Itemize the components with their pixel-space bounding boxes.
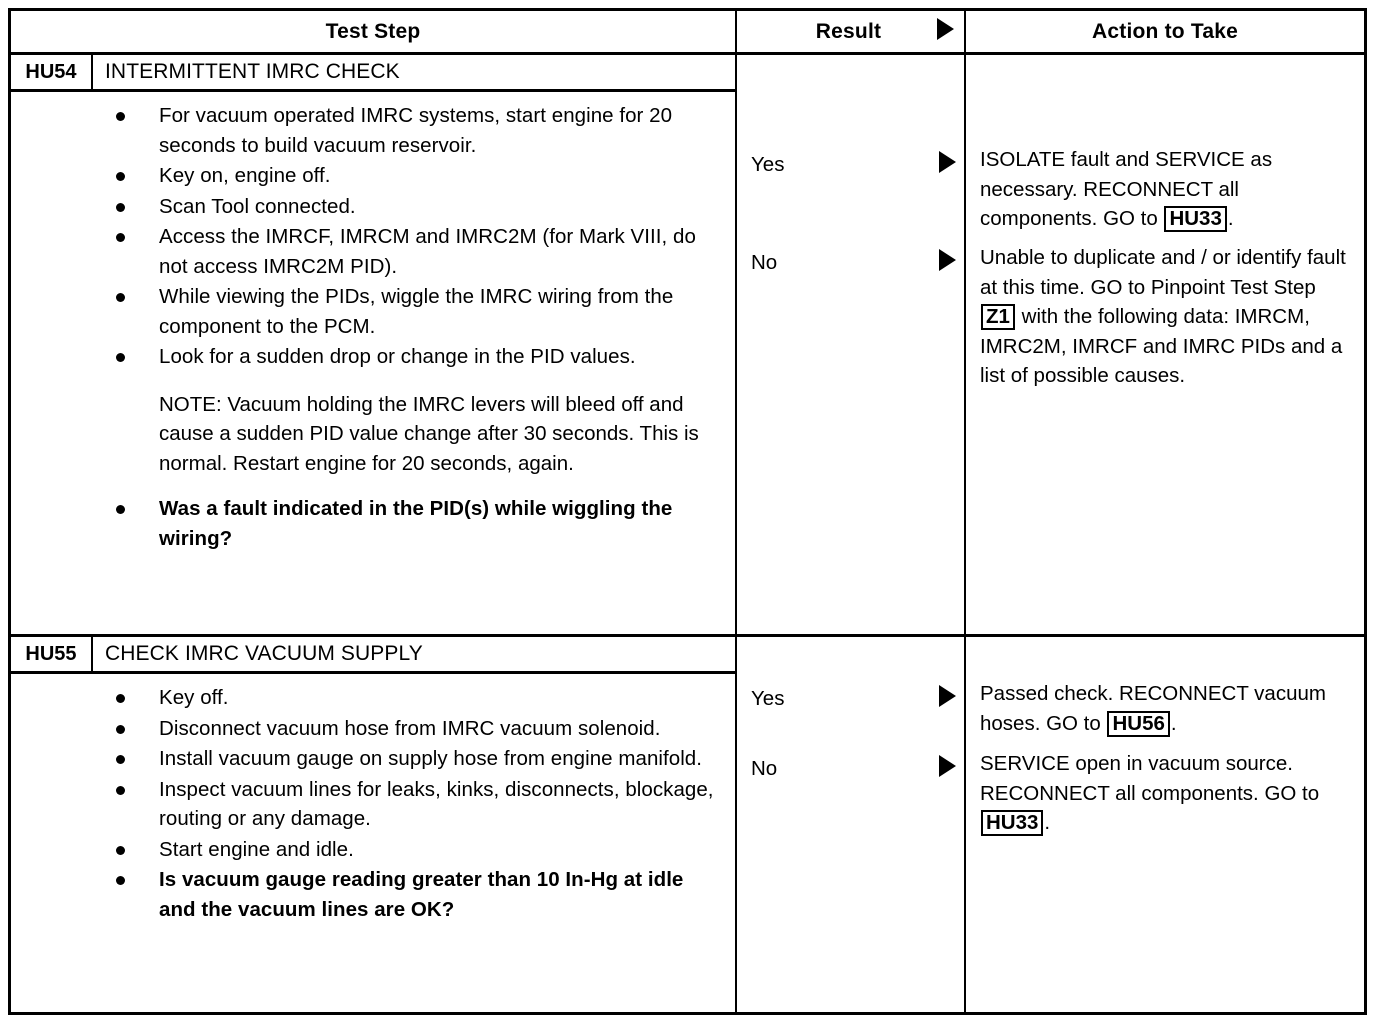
column-header-test-step: Test Step xyxy=(11,11,737,52)
list-item: Scan Tool connected. xyxy=(115,192,719,222)
action-for-yes: Passed check. RECONNECT vacuum hoses. GO… xyxy=(980,679,1350,738)
action-text-tail: . xyxy=(1227,207,1234,230)
step-reference-link[interactable]: HU56 xyxy=(1107,710,1170,737)
list-item: Start engine and idle. xyxy=(115,835,719,865)
triangle-right-icon xyxy=(939,249,956,277)
action-for-no: Unable to duplicate and / or identify fa… xyxy=(980,243,1350,391)
triangle-right-icon xyxy=(939,755,956,783)
action-text-tail: . xyxy=(1044,811,1051,834)
step-note: NOTE: Vacuum holding the IMRC levers wil… xyxy=(159,392,699,475)
step-title-row: HU54 INTERMITTENT IMRC CHECK xyxy=(11,55,735,92)
action-text: Passed check. RECONNECT vacuum hoses. GO… xyxy=(980,682,1326,735)
result-cell: Yes No xyxy=(737,637,966,1012)
list-item: Key off. xyxy=(115,683,719,713)
step-reference-link[interactable]: HU33 xyxy=(981,810,1044,836)
action-cell: ISOLATE fault and SERVICE as necessary. … xyxy=(966,55,1364,634)
result-yes: Yes xyxy=(737,151,964,179)
step-title-row: HU55 CHECK IMRC VACUUM SUPPLY xyxy=(11,637,735,674)
step-reference-link[interactable]: HU33 xyxy=(1164,206,1227,232)
result-no: No xyxy=(737,755,964,783)
step-body: Key off. Disconnect vacuum hose from IMR… xyxy=(11,674,735,1012)
list-item: While viewing the PIDs, wiggle the IMRC … xyxy=(115,282,719,341)
triangle-right-icon xyxy=(939,685,956,713)
triangle-right-icon xyxy=(937,17,954,46)
list-item: Install vacuum gauge on supply hose from… xyxy=(115,744,719,774)
action-for-no: SERVICE open in vacuum source. RECONNECT… xyxy=(980,749,1350,838)
list-item: Inspect vacuum lines for leaks, kinks, d… xyxy=(115,775,719,834)
action-text: ISOLATE fault and SERVICE as necessary. … xyxy=(980,148,1273,230)
action-cell: Passed check. RECONNECT vacuum hoses. GO… xyxy=(966,637,1364,1012)
column-header-action: Action to Take xyxy=(966,11,1364,52)
step-bullet-list: Key off. Disconnect vacuum hose from IMR… xyxy=(115,683,719,924)
list-item: Disconnect vacuum hose from IMRC vacuum … xyxy=(115,714,719,744)
step-code-badge: HU55 xyxy=(11,637,93,671)
action-text: Unable to duplicate and / or identify fa… xyxy=(980,246,1346,299)
action-text: SERVICE open in vacuum source. RECONNECT… xyxy=(980,752,1320,805)
step-title: INTERMITTENT IMRC CHECK xyxy=(105,60,400,83)
step-title: CHECK IMRC VACUUM SUPPLY xyxy=(105,642,423,665)
column-header-result-label: Result xyxy=(815,19,882,43)
column-header-test-step-label: Test Step xyxy=(325,19,421,43)
test-step-section: HU55 CHECK IMRC VACUUM SUPPLY Key off. D… xyxy=(11,637,1364,1012)
table-header-row: Test Step Result Action to Take xyxy=(11,11,1364,55)
result-no-label: No xyxy=(751,757,778,780)
list-item: Key on, engine off. xyxy=(115,161,719,191)
step-question-list: Was a fault indicated in the PID(s) whil… xyxy=(115,494,719,553)
test-step-section: HU54 INTERMITTENT IMRC CHECK For vacuum … xyxy=(11,55,1364,637)
action-for-yes: ISOLATE fault and SERVICE as necessary. … xyxy=(980,145,1350,234)
step-bullet-list: For vacuum operated IMRC systems, start … xyxy=(115,101,719,372)
list-item: Access the IMRCF, IMRCM and IMRC2M (for … xyxy=(115,222,719,281)
step-reference-link[interactable]: Z1 xyxy=(981,304,1015,330)
test-step-cell: HU54 INTERMITTENT IMRC CHECK For vacuum … xyxy=(11,55,737,634)
step-question: Was a fault indicated in the PID(s) whil… xyxy=(115,494,719,553)
result-yes-label: Yes xyxy=(751,687,785,710)
result-yes-label: Yes xyxy=(751,153,785,176)
step-body: For vacuum operated IMRC systems, start … xyxy=(11,92,735,634)
list-item: Look for a sudden drop or change in the … xyxy=(115,342,719,372)
test-step-cell: HU55 CHECK IMRC VACUUM SUPPLY Key off. D… xyxy=(11,637,737,1012)
pinpoint-test-table: Test Step Result Action to Take HU54 INT… xyxy=(8,8,1367,1015)
list-item: For vacuum operated IMRC systems, start … xyxy=(115,101,719,160)
action-text-tail: . xyxy=(1170,711,1177,735)
result-cell: Yes No xyxy=(737,55,966,634)
step-code-badge: HU54 xyxy=(11,55,93,89)
step-question: Is vacuum gauge reading greater than 10 … xyxy=(115,865,719,924)
column-header-result: Result xyxy=(737,11,966,52)
action-text-tail: with the following data: IMRCM, IMRC2M, … xyxy=(980,305,1343,387)
column-header-action-label: Action to Take xyxy=(1092,19,1238,43)
result-no-label: No xyxy=(751,251,778,274)
triangle-right-icon xyxy=(939,151,956,179)
result-yes: Yes xyxy=(737,685,964,713)
result-no: No xyxy=(737,249,964,277)
